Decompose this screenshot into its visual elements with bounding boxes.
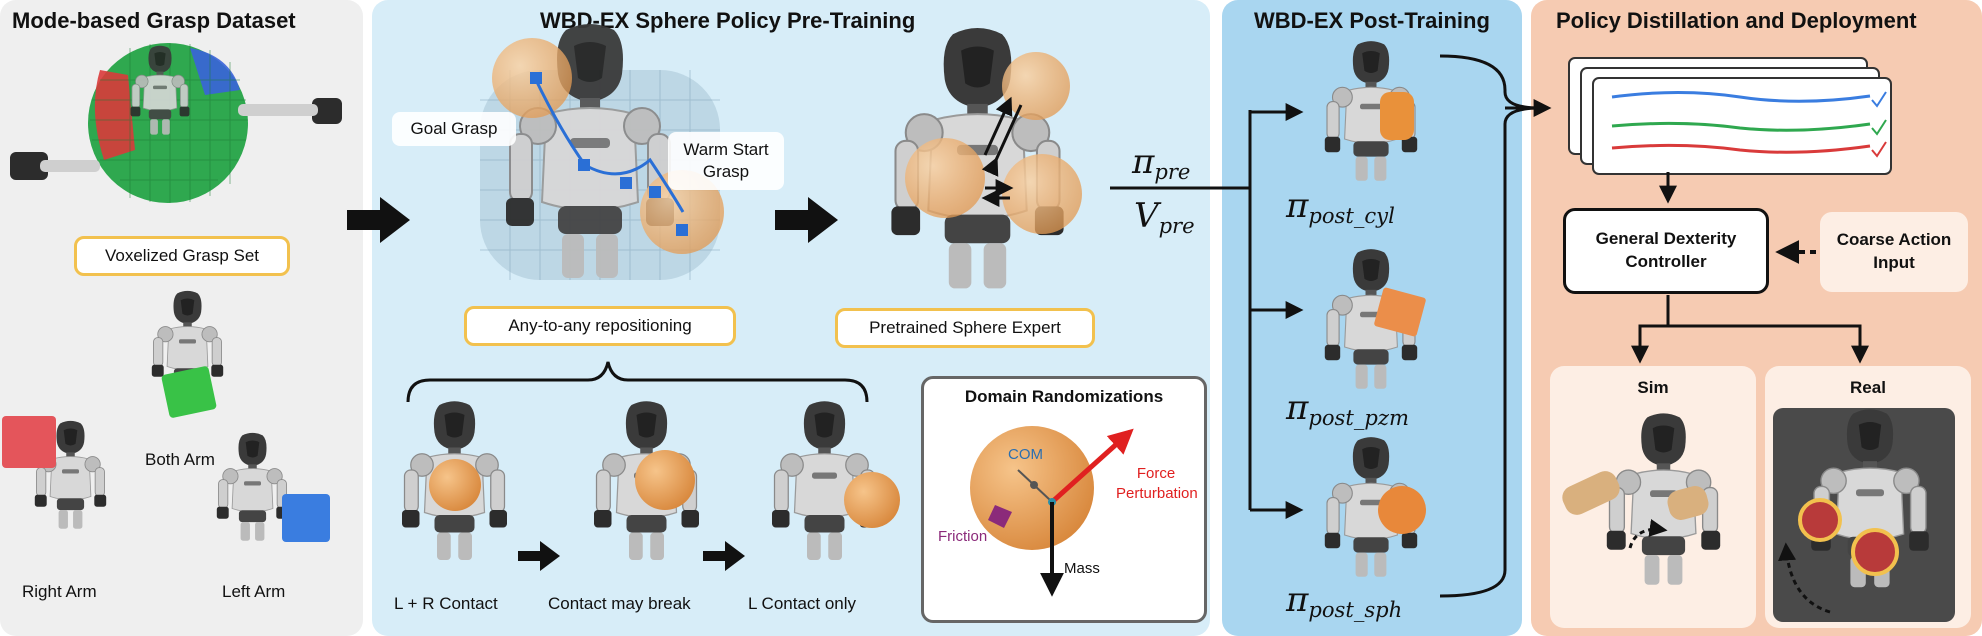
voxel-grasp-label: Voxelized Grasp Set: [74, 236, 290, 276]
any-to-any-label: Any-to-any repositioning: [464, 306, 736, 346]
pi-post-sph-label: πpost_sph: [1286, 580, 1403, 622]
left-arm-label: Left Arm: [222, 582, 286, 601]
goal-grasp-label: Goal Grasp: [392, 112, 516, 146]
panel-title: WBD-EX Post-Training: [1254, 8, 1490, 33]
contact-lr-label: L + R Contact: [394, 594, 498, 613]
panel-title: WBD-EX Sphere Policy Pre-Training: [540, 8, 916, 33]
v-pre-label: Vpre: [1134, 196, 1195, 238]
pretrained-expert-label: Pretrained Sphere Expert: [835, 308, 1095, 348]
contact-break-label: Contact may break: [548, 594, 691, 613]
both-arm-label: Both Arm: [145, 450, 215, 469]
contact-l-label: L Contact only: [748, 594, 857, 613]
coarse-input-box: Coarse Action Input: [1820, 212, 1968, 292]
domain-randomization-title: Domain Randomizations: [964, 387, 1164, 406]
real-card: Real: [1765, 366, 1971, 628]
warm-start-label: Warm Start Grasp: [668, 132, 784, 190]
controller-box: General Dexterity Controller: [1563, 208, 1769, 294]
sim-label: Sim: [1637, 378, 1669, 397]
pi-post-pzm-label: πpost_pzm: [1286, 388, 1409, 430]
panel-title: Policy Distillation and Deployment: [1556, 8, 1917, 33]
panel-posttraining: WBD-EX Post-Training: [1222, 0, 1522, 636]
panel-title: Mode-based Grasp Dataset: [12, 8, 296, 33]
pi-post-cyl-label: πpost_cyl: [1286, 186, 1395, 228]
force-perturbation-label: Force Perturbation: [1116, 465, 1198, 502]
mass-label: Mass: [1064, 560, 1100, 577]
sim-card: Sim: [1550, 366, 1756, 628]
real-label: Real: [1850, 378, 1886, 397]
friction-label: Friction: [938, 528, 988, 545]
right-arm-label: Right Arm: [22, 582, 97, 601]
pi-pre-label: πpre: [1132, 142, 1191, 184]
com-label: COM: [1008, 446, 1043, 463]
panel-grasp-dataset: Mode-based Grasp Dataset: [0, 0, 363, 636]
